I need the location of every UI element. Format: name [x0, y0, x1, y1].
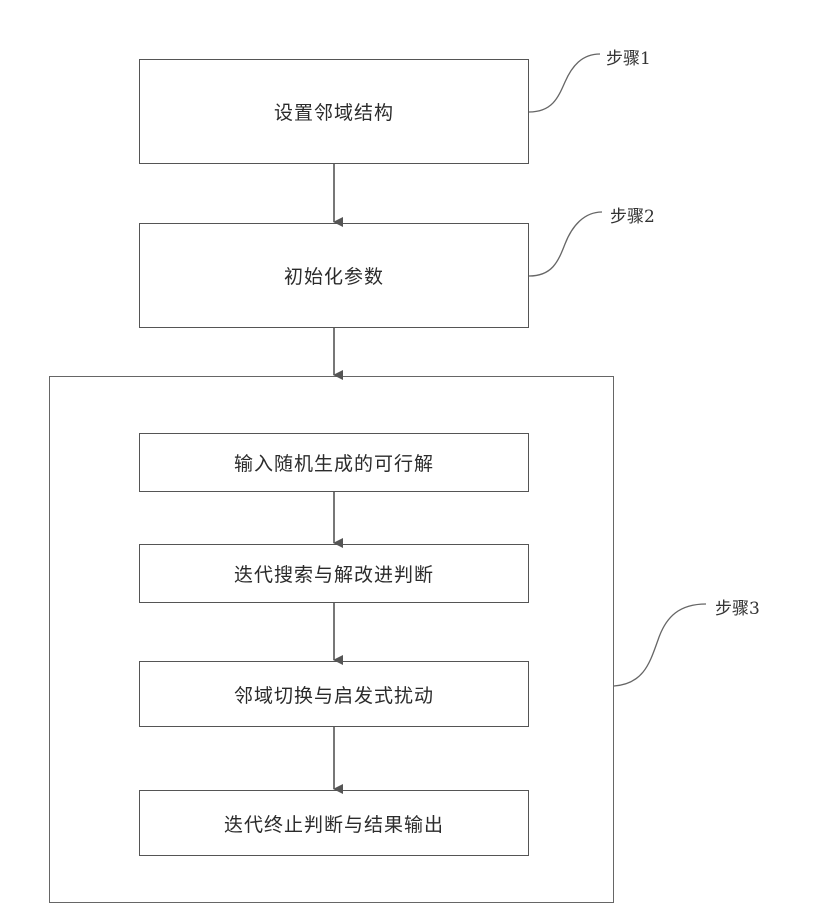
step3-label: 步骤3 — [715, 594, 760, 619]
leader-line-step2 — [529, 212, 602, 276]
leader-line-step3 — [614, 604, 706, 686]
step1-label: 步骤1 — [606, 44, 651, 69]
leader-line-step1 — [529, 54, 600, 112]
step2-label: 步骤2 — [610, 202, 655, 227]
